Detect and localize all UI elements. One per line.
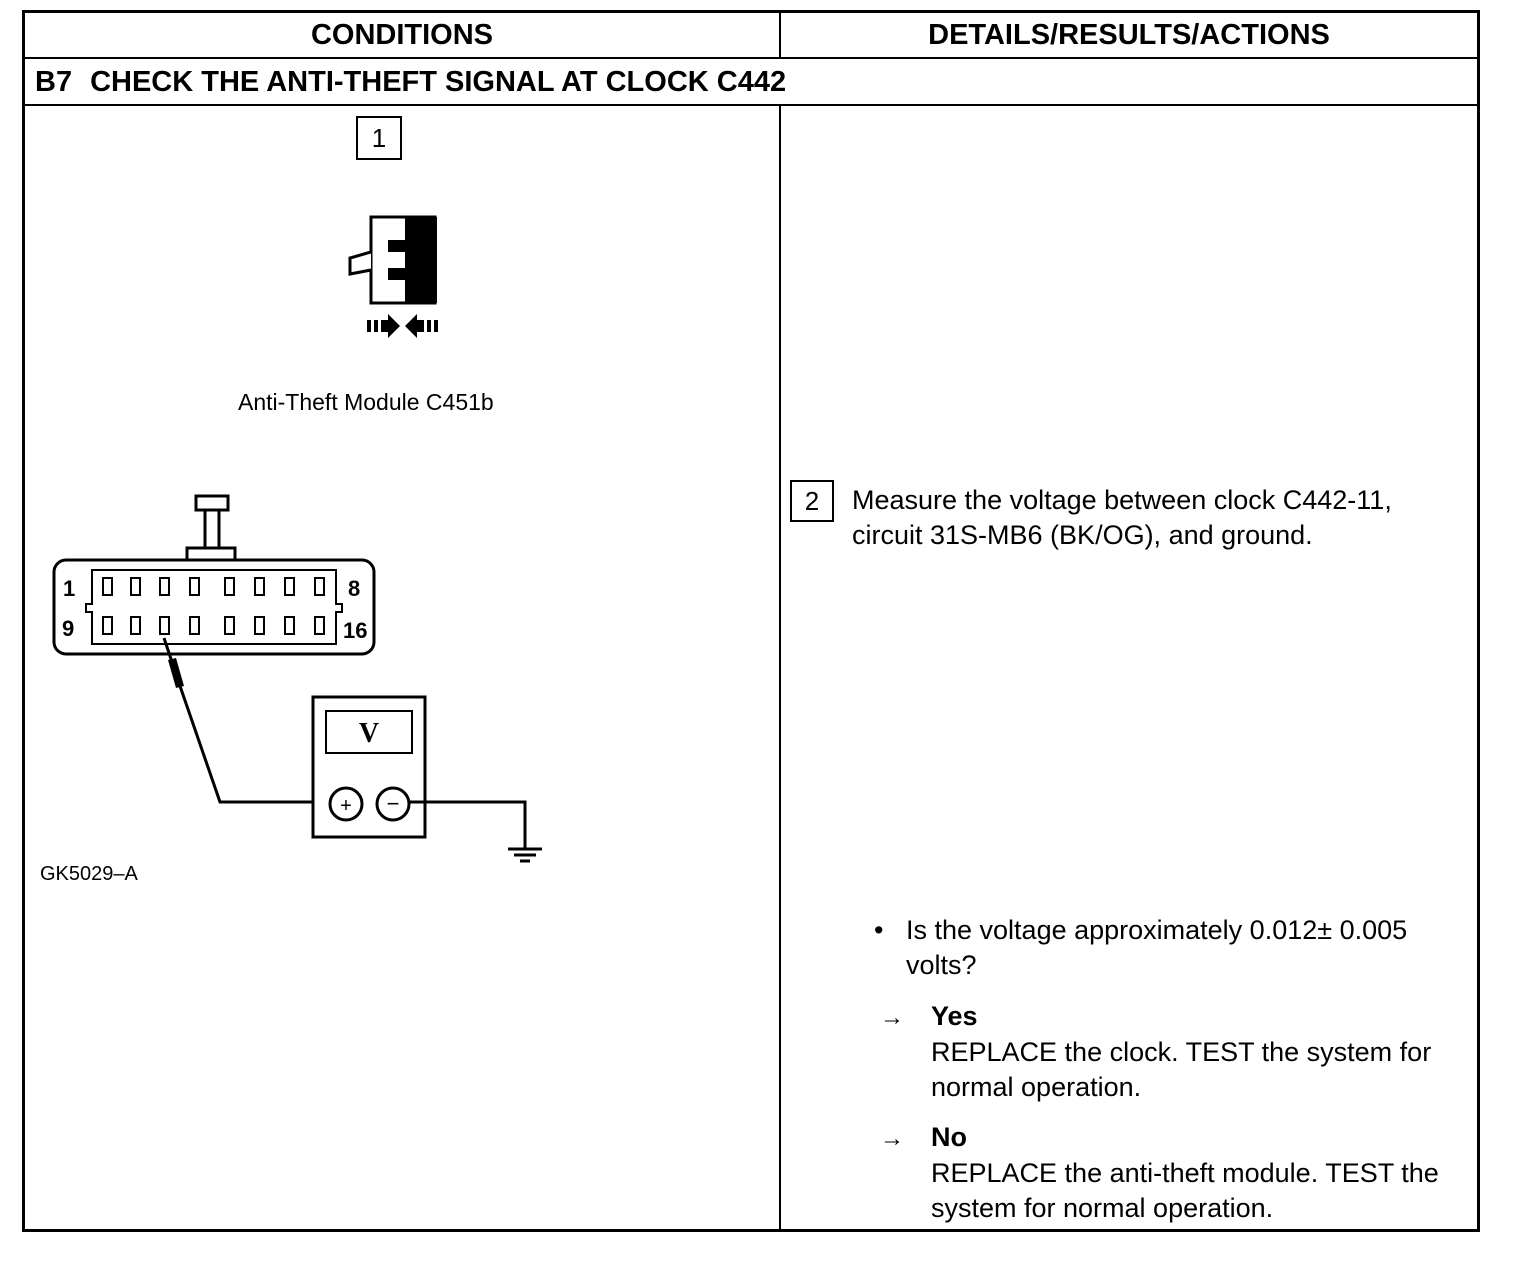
figure-id: GK5029–A <box>40 863 138 885</box>
clock-connector-icon <box>52 494 376 656</box>
yes-arrow-icon: → <box>880 1004 904 1031</box>
title-divider <box>25 104 1477 106</box>
header-divider <box>25 57 1477 59</box>
question-bullet: • <box>874 915 884 945</box>
question-text: Is the voltage approximately 0.012± 0.00… <box>906 915 1408 980</box>
step-number: B7 <box>35 66 73 98</box>
yes-action: REPLACE the clock. TEST the system for n… <box>931 1037 1432 1102</box>
pin-label-9: 9 <box>62 616 74 641</box>
no-label: No <box>931 1122 967 1152</box>
conditions-header: CONDITIONS <box>310 19 494 51</box>
meter-label: V <box>359 718 379 749</box>
step2-box: 2 <box>790 480 834 522</box>
meter-minus-label: − <box>387 791 400 816</box>
meter-plus-label: + <box>340 795 352 817</box>
step-title: B7 CHECK THE ANTI-THEFT SIGNAL AT CLOCK C… <box>35 59 786 105</box>
step-title-text: CHECK THE ANTI-THEFT SIGNAL AT CLOCK C44… <box>90 66 787 98</box>
disconnect-connector-icon <box>348 215 438 338</box>
no-arrow-icon: → <box>880 1125 904 1152</box>
body-column-divider <box>779 105 781 1229</box>
voltmeter-icon <box>311 695 542 863</box>
yes-label: Yes <box>931 1001 978 1031</box>
diagnostic-table: CONDITIONS DETAILS/RESULTS/ACTIONS B7 CHE… <box>22 10 1480 1232</box>
probe-lead-icon <box>162 637 328 804</box>
header-column-divider <box>779 13 781 58</box>
pin-label-16: 16 <box>343 618 367 643</box>
pin-label-8: 8 <box>348 576 360 601</box>
step1-box: 1 <box>356 116 402 160</box>
pin-label-1: 1 <box>63 576 75 601</box>
module-label: Anti-Theft Module C451b <box>238 389 494 415</box>
details-header: DETAILS/RESULTS/ACTIONS <box>928 19 1330 51</box>
no-action: REPLACE the anti-theft module. TEST the … <box>931 1158 1439 1223</box>
step2-instruction: Measure the voltage between clock C442-1… <box>852 485 1392 550</box>
